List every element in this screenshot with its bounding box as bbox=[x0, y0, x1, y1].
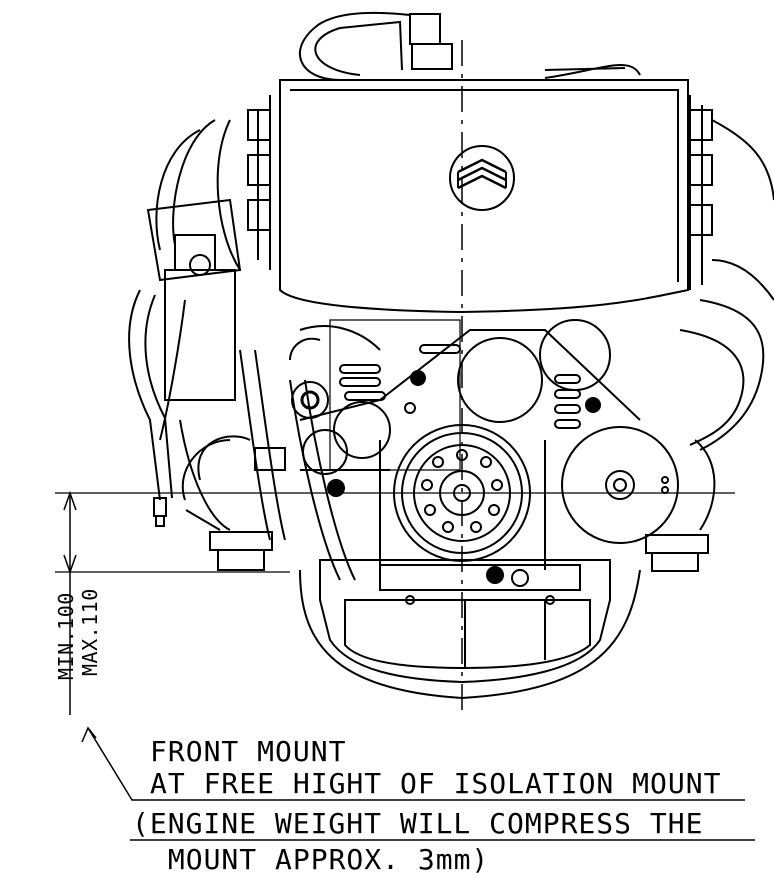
right-manifold bbox=[679, 95, 774, 451]
note-leader bbox=[81, 726, 755, 841]
pulleys bbox=[291, 319, 679, 544]
note-line-4: MOUNT APPROX. 3mm) bbox=[150, 843, 490, 876]
left-bracket bbox=[153, 497, 167, 527]
dimension-max-label: MAX.110 bbox=[78, 588, 102, 676]
timing-cover-slots bbox=[329, 319, 581, 471]
air-intake-tubes bbox=[298, 11, 641, 81]
note-line-3: (ENGINE WEIGHT WILL COMPRESS THE bbox=[132, 807, 704, 840]
left-manifold bbox=[155, 95, 271, 271]
left-reservoir bbox=[128, 198, 242, 501]
engine-mount-feet bbox=[181, 439, 716, 572]
dimension-min-label: MIN.100 bbox=[54, 592, 78, 680]
note-line-2: AT FREE HIGHT OF ISOLATION MOUNT bbox=[150, 767, 722, 800]
note-line-1: FRONT MOUNT bbox=[150, 735, 347, 768]
oil-pan bbox=[299, 559, 641, 700]
logo-emblem bbox=[449, 145, 515, 211]
engine-top-cover bbox=[279, 79, 689, 314]
vertical-dimension bbox=[63, 490, 77, 715]
